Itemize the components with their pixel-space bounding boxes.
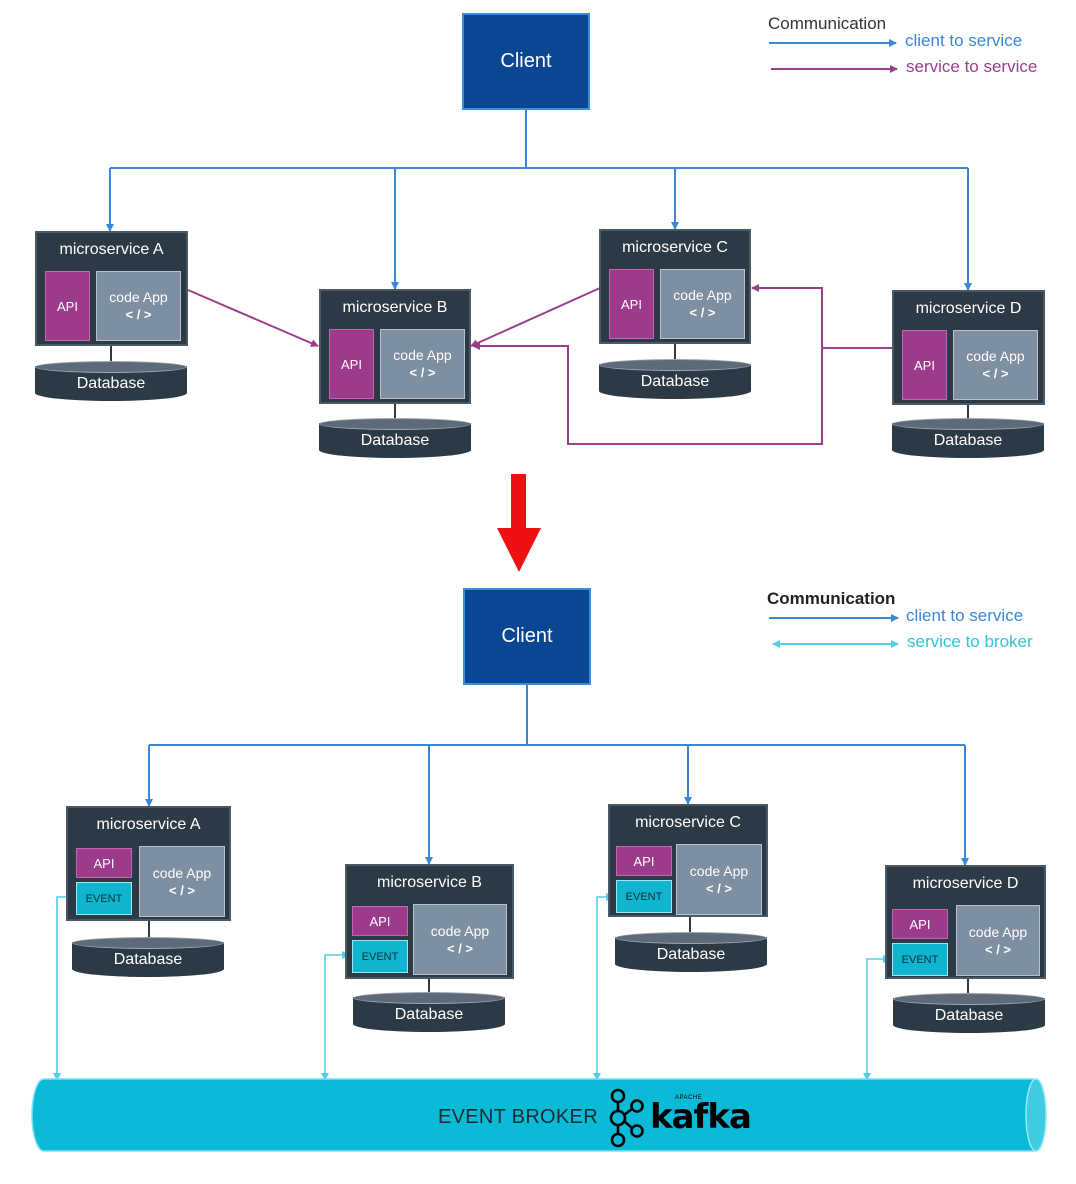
code-app-block: code App < / >	[660, 269, 745, 339]
database-a-bottom: Database	[72, 937, 224, 977]
code-icon: < / >	[168, 882, 196, 898]
code-app-label: code App	[430, 922, 490, 939]
event-block: EVENT	[76, 882, 132, 915]
database-label: Database	[933, 432, 1003, 449]
code-app-block: code App < / >	[96, 271, 181, 341]
code-app-label: code App	[109, 289, 168, 305]
microservice-a-top[interactable]: microservice A API code App < / >	[35, 231, 188, 346]
database-label: Database	[640, 373, 710, 390]
service-title: microservice D	[915, 300, 1022, 317]
code-app-label: code App	[968, 923, 1028, 940]
api-block: API	[892, 909, 948, 939]
event-broker-pipe	[31, 1078, 1047, 1152]
api-block: API	[329, 329, 374, 399]
database-b-top: Database	[319, 418, 471, 458]
code-app-label: code App	[393, 347, 452, 363]
kafka-apache-label: APACHE	[675, 1095, 703, 1101]
event-block: EVENT	[892, 943, 948, 976]
database-c-top: Database	[599, 359, 751, 399]
client-box-top[interactable]: Client	[462, 13, 590, 110]
legend-title-bottom: Communication	[767, 589, 896, 608]
client-label: Client	[500, 50, 552, 72]
service-title: microservice B	[377, 874, 482, 891]
client-box-bottom[interactable]: Client	[463, 588, 591, 685]
bottom-client-links	[145, 685, 969, 866]
api-block: API	[609, 269, 654, 339]
microservice-d-top[interactable]: microservice D API code App < / >	[892, 290, 1045, 405]
kafka-logo-icon	[609, 1088, 644, 1148]
code-app-label: code App	[673, 287, 732, 303]
client-label: Client	[501, 625, 553, 647]
database-c-bottom: Database	[615, 932, 767, 972]
kafka-wordmark: kafka	[650, 1097, 752, 1137]
code-app-block: code App < / >	[413, 904, 507, 975]
code-icon: < / >	[446, 940, 474, 956]
database-label: Database	[360, 432, 430, 449]
top-client-links	[106, 110, 972, 291]
code-app-label: code App	[152, 864, 212, 881]
service-title: microservice B	[342, 299, 448, 316]
event-broker-label: EVENT BROKER	[438, 1106, 598, 1128]
microservice-b-top[interactable]: microservice B API code App < / >	[319, 289, 471, 404]
code-app-block: code App < / >	[139, 846, 225, 917]
code-icon: < / >	[409, 365, 436, 380]
service-title: microservice A	[59, 241, 164, 258]
code-icon: < / >	[689, 305, 716, 320]
code-app-block: code App < / >	[953, 330, 1038, 400]
event-block: EVENT	[616, 880, 672, 913]
database-d-bottom: Database	[893, 993, 1045, 1033]
event-block: EVENT	[352, 940, 408, 973]
database-label: Database	[394, 1006, 464, 1023]
legend-lines	[769, 39, 899, 648]
legend-service-to-service: service to service	[906, 57, 1038, 76]
api-block: API	[352, 906, 408, 936]
code-icon: < / >	[125, 307, 152, 322]
code-app-block: code App < / >	[676, 844, 762, 915]
database-b-bottom: Database	[353, 992, 505, 1032]
database-a-top: Database	[35, 361, 187, 401]
microservice-c-bottom[interactable]: microservice C API EVENT code App < / >	[608, 804, 768, 917]
service-title: microservice A	[96, 816, 201, 833]
api-block: API	[616, 846, 672, 876]
microservice-c-top[interactable]: microservice C API code App < / >	[599, 229, 751, 344]
code-icon: < / >	[705, 880, 733, 896]
code-app-label: code App	[689, 862, 749, 879]
database-label: Database	[113, 951, 183, 968]
microservice-d-bottom[interactable]: microservice D API EVENT code App < / >	[885, 865, 1046, 979]
legend-service-to-broker: service to broker	[907, 632, 1033, 651]
code-icon: < / >	[982, 366, 1009, 381]
database-label: Database	[934, 1007, 1004, 1024]
service-title: microservice C	[635, 814, 741, 831]
legend-title-top: Communication	[768, 14, 887, 33]
red-down-arrow-icon	[497, 474, 541, 572]
code-app-label: code App	[966, 348, 1025, 364]
code-app-block: code App < / >	[380, 329, 465, 399]
legend-client-to-service-bottom: client to service	[906, 606, 1024, 625]
api-block: API	[45, 271, 90, 341]
service-title: microservice C	[622, 239, 728, 256]
api-block: API	[902, 330, 947, 400]
microservice-b-bottom[interactable]: microservice B API EVENT code App < / >	[345, 864, 514, 979]
database-label: Database	[76, 375, 146, 392]
top-service-links	[187, 284, 892, 445]
database-d-top: Database	[892, 418, 1044, 458]
legend-client-to-service-top: client to service	[905, 31, 1023, 50]
service-title: microservice D	[912, 875, 1019, 892]
api-block: API	[76, 848, 132, 878]
code-app-block: code App < / >	[956, 905, 1040, 976]
code-icon: < / >	[984, 941, 1012, 957]
microservice-a-bottom[interactable]: microservice A API EVENT code App < / >	[66, 806, 231, 921]
database-label: Database	[656, 946, 726, 963]
